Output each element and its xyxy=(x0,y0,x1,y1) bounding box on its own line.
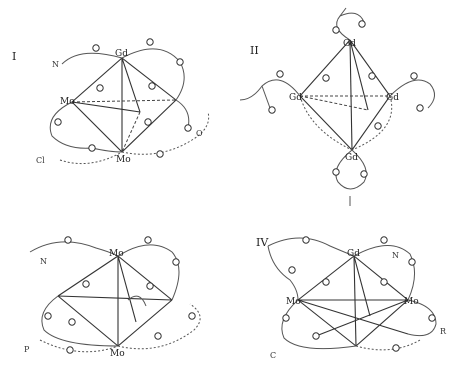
panel-4-label: IV xyxy=(256,236,269,249)
panel-1-label: I xyxy=(12,50,16,63)
panel-4: IV Gd Mo Mo C R N xyxy=(256,236,447,360)
panel-4-aux-atom: R xyxy=(440,327,447,336)
panel-1-metal-top: Gd xyxy=(115,49,128,59)
panel-1-oxygen-label: O xyxy=(196,129,203,138)
panel-2-metal-top: Gd xyxy=(343,39,356,49)
panel-2-metal-right: Gd xyxy=(386,93,399,103)
panel-3-metal-top: Mo xyxy=(109,249,124,259)
panel-2: II Gd Gd xyxy=(239,7,435,206)
panel-4-metal-left: Mo xyxy=(286,297,301,307)
panel-4-metal-right: Mo xyxy=(404,297,419,307)
panel-3-nitrogen: N xyxy=(40,257,47,266)
panel-2-label: II xyxy=(250,44,259,57)
panel-1: I Gd Mo Mo N Cl O xyxy=(12,38,210,165)
panel-1-metal-left: Mo xyxy=(60,97,75,107)
panel-2-metal-bottom: Gd xyxy=(345,153,358,163)
panel-1-metal-bottom: Mo xyxy=(116,155,131,165)
panel-4-metal-top: Gd xyxy=(347,249,360,259)
panel-4-nitrogen: N xyxy=(392,251,399,260)
panel-2-metal-left: Gd xyxy=(289,93,302,103)
panel-3-metal-bottom: Mo xyxy=(110,349,125,359)
panel-1-aux-atom: Cl xyxy=(36,156,45,165)
panel-3: Mo Mo N P xyxy=(24,236,201,359)
panel-4-carbon: C xyxy=(270,351,276,360)
panel-3-aux-atom: P xyxy=(24,345,30,354)
panel-1-nitrogen: N xyxy=(52,60,59,69)
